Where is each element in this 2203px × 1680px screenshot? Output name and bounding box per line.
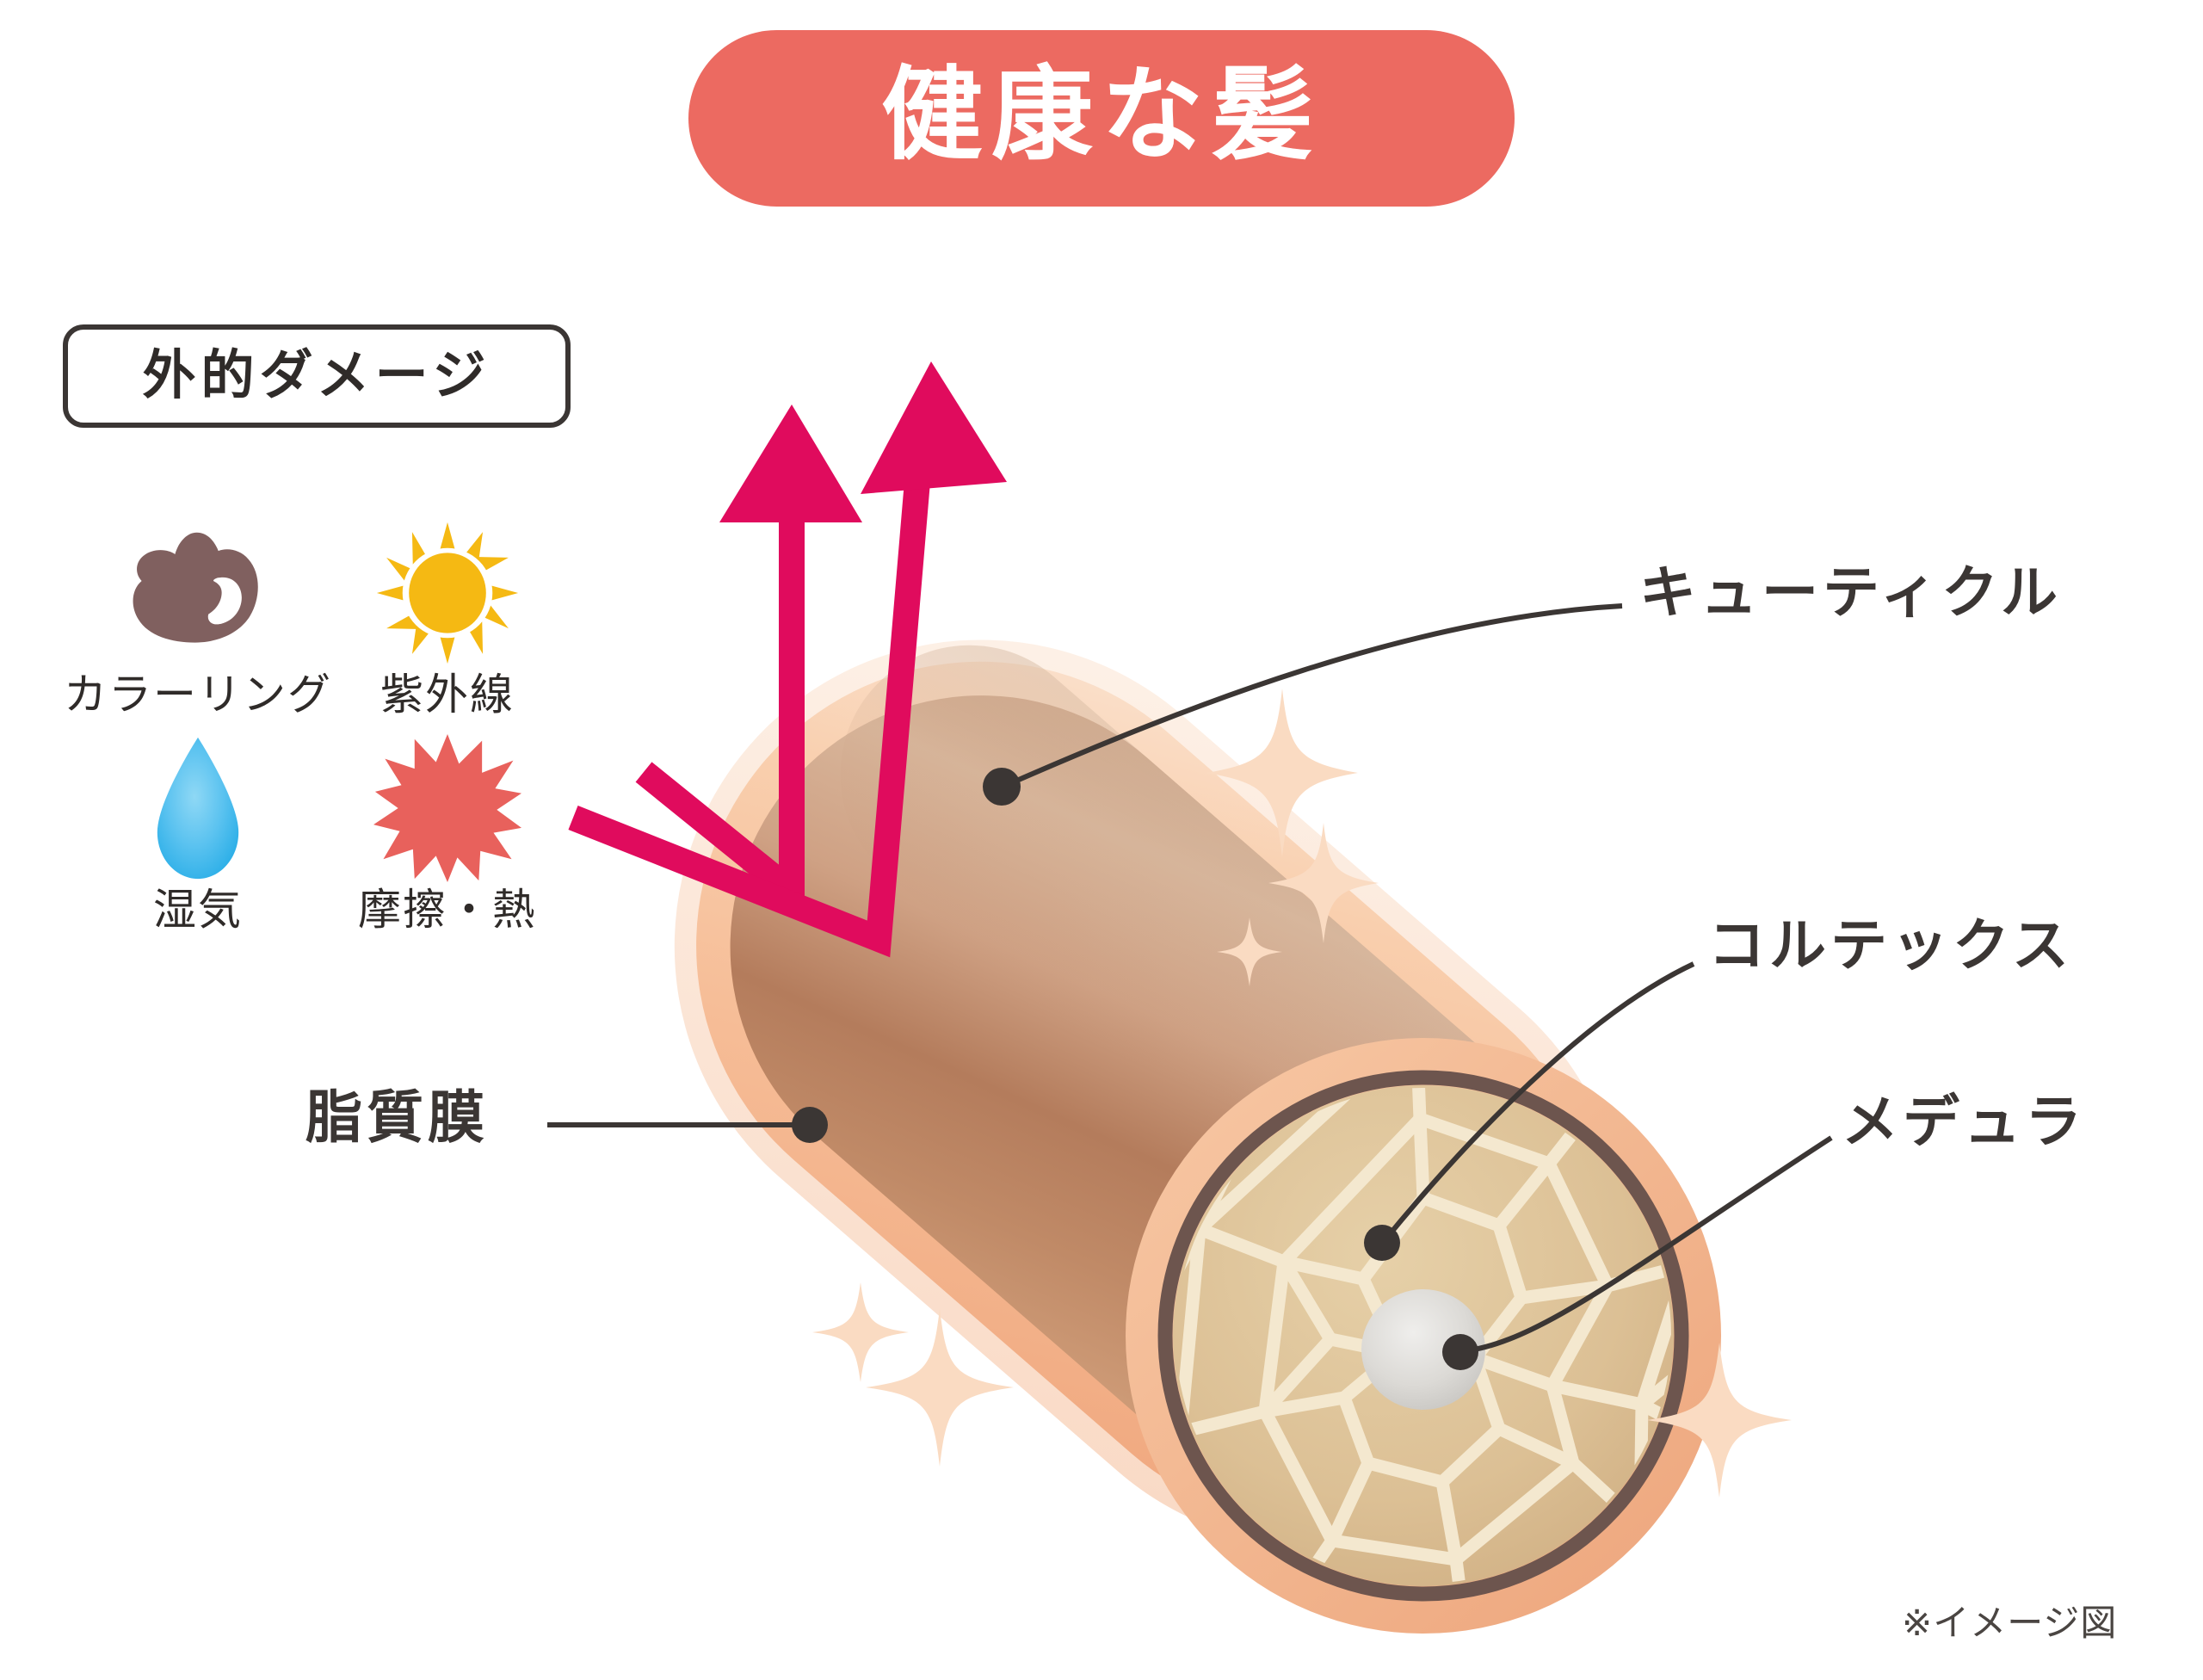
callout-label-lipid-membrane: 脂質膜 [305, 1085, 489, 1149]
sparkle-group [812, 689, 1792, 1498]
damage-item-friction-heat: 摩擦・熱 [323, 719, 572, 934]
dot-medulla [1442, 1334, 1478, 1370]
cuticle-ring [1157, 1070, 1689, 1602]
image-disclaimer-note: ※イメージ図 [1902, 1603, 2118, 1643]
leader-dots [792, 768, 1478, 1370]
page-title: 健康な髪 [880, 58, 1322, 172]
external-damage-icon-grid: カラーリング [64, 503, 572, 934]
dot-lipid [792, 1107, 828, 1143]
external-damage-heading: 外的ダメージ [142, 346, 491, 405]
damage-label-friction-heat: 摩擦・熱 [358, 886, 537, 934]
leader-lines [547, 603, 1833, 1354]
leader-medulla [1462, 1135, 1833, 1354]
damage-item-coloring: カラーリング [64, 503, 330, 719]
callout-label-medulla: メデュラ [1842, 1090, 2086, 1153]
leader-cortex [1383, 961, 1695, 1241]
callout-label-cuticle: キューティクル [1639, 560, 2063, 624]
damage-item-humidity: 湿気 [73, 719, 323, 934]
water-drop-icon [123, 732, 274, 883]
sun-icon [373, 517, 523, 668]
damage-arrow-group [568, 439, 934, 958]
dot-cortex [1364, 1225, 1400, 1261]
external-damage-heading-box: 外的ダメージ [63, 324, 571, 428]
dot-cuticle [983, 768, 1021, 806]
damage-arrowheads [719, 361, 1007, 522]
damage-label-coloring: カラーリング [64, 670, 332, 719]
hair-dye-pot-icon [123, 517, 274, 668]
page-title-pill: 健康な髪 [688, 30, 1515, 207]
leader-cuticle [1005, 603, 1623, 788]
heat-burst-icon [373, 732, 523, 883]
damage-label-humidity: 湿気 [153, 886, 243, 934]
callout-label-cortex: コルテックス [1708, 913, 2074, 977]
medulla-core [1361, 1289, 1485, 1410]
damage-label-uv: 紫外線 [380, 670, 515, 719]
damage-item-uv: 紫外線 [323, 503, 572, 719]
